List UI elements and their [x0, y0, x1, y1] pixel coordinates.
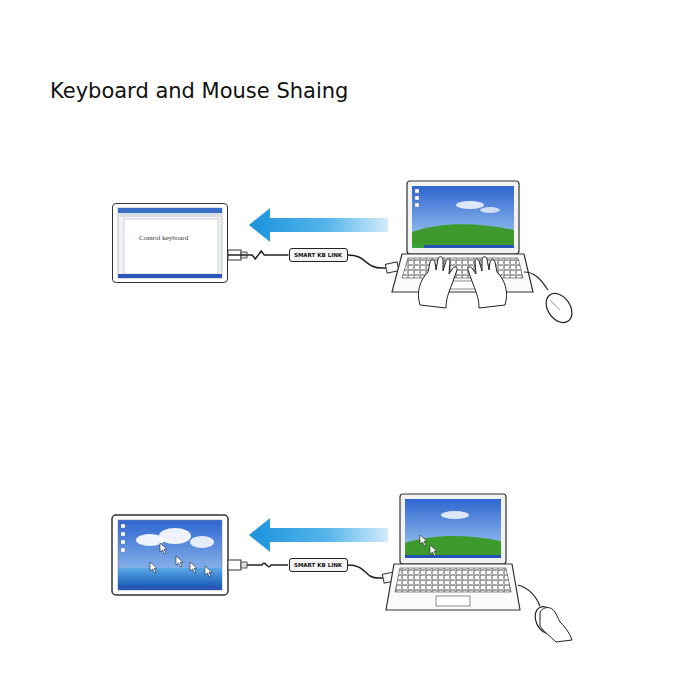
usb-cable [228, 251, 289, 259]
bottom-scene [112, 494, 572, 642]
tablet-screen: Control keyboard [112, 203, 228, 283]
adapter-box: SMART KB LINK [289, 558, 348, 572]
page-title: Keyboard and Mouse Shaing [50, 79, 348, 103]
screen-text: Control keyboard [139, 234, 188, 242]
device-label: SMART KB LINK [294, 252, 342, 258]
device-label: SMART KB LINK [294, 562, 342, 568]
adapter-box: SMART KB LINK [289, 248, 348, 262]
